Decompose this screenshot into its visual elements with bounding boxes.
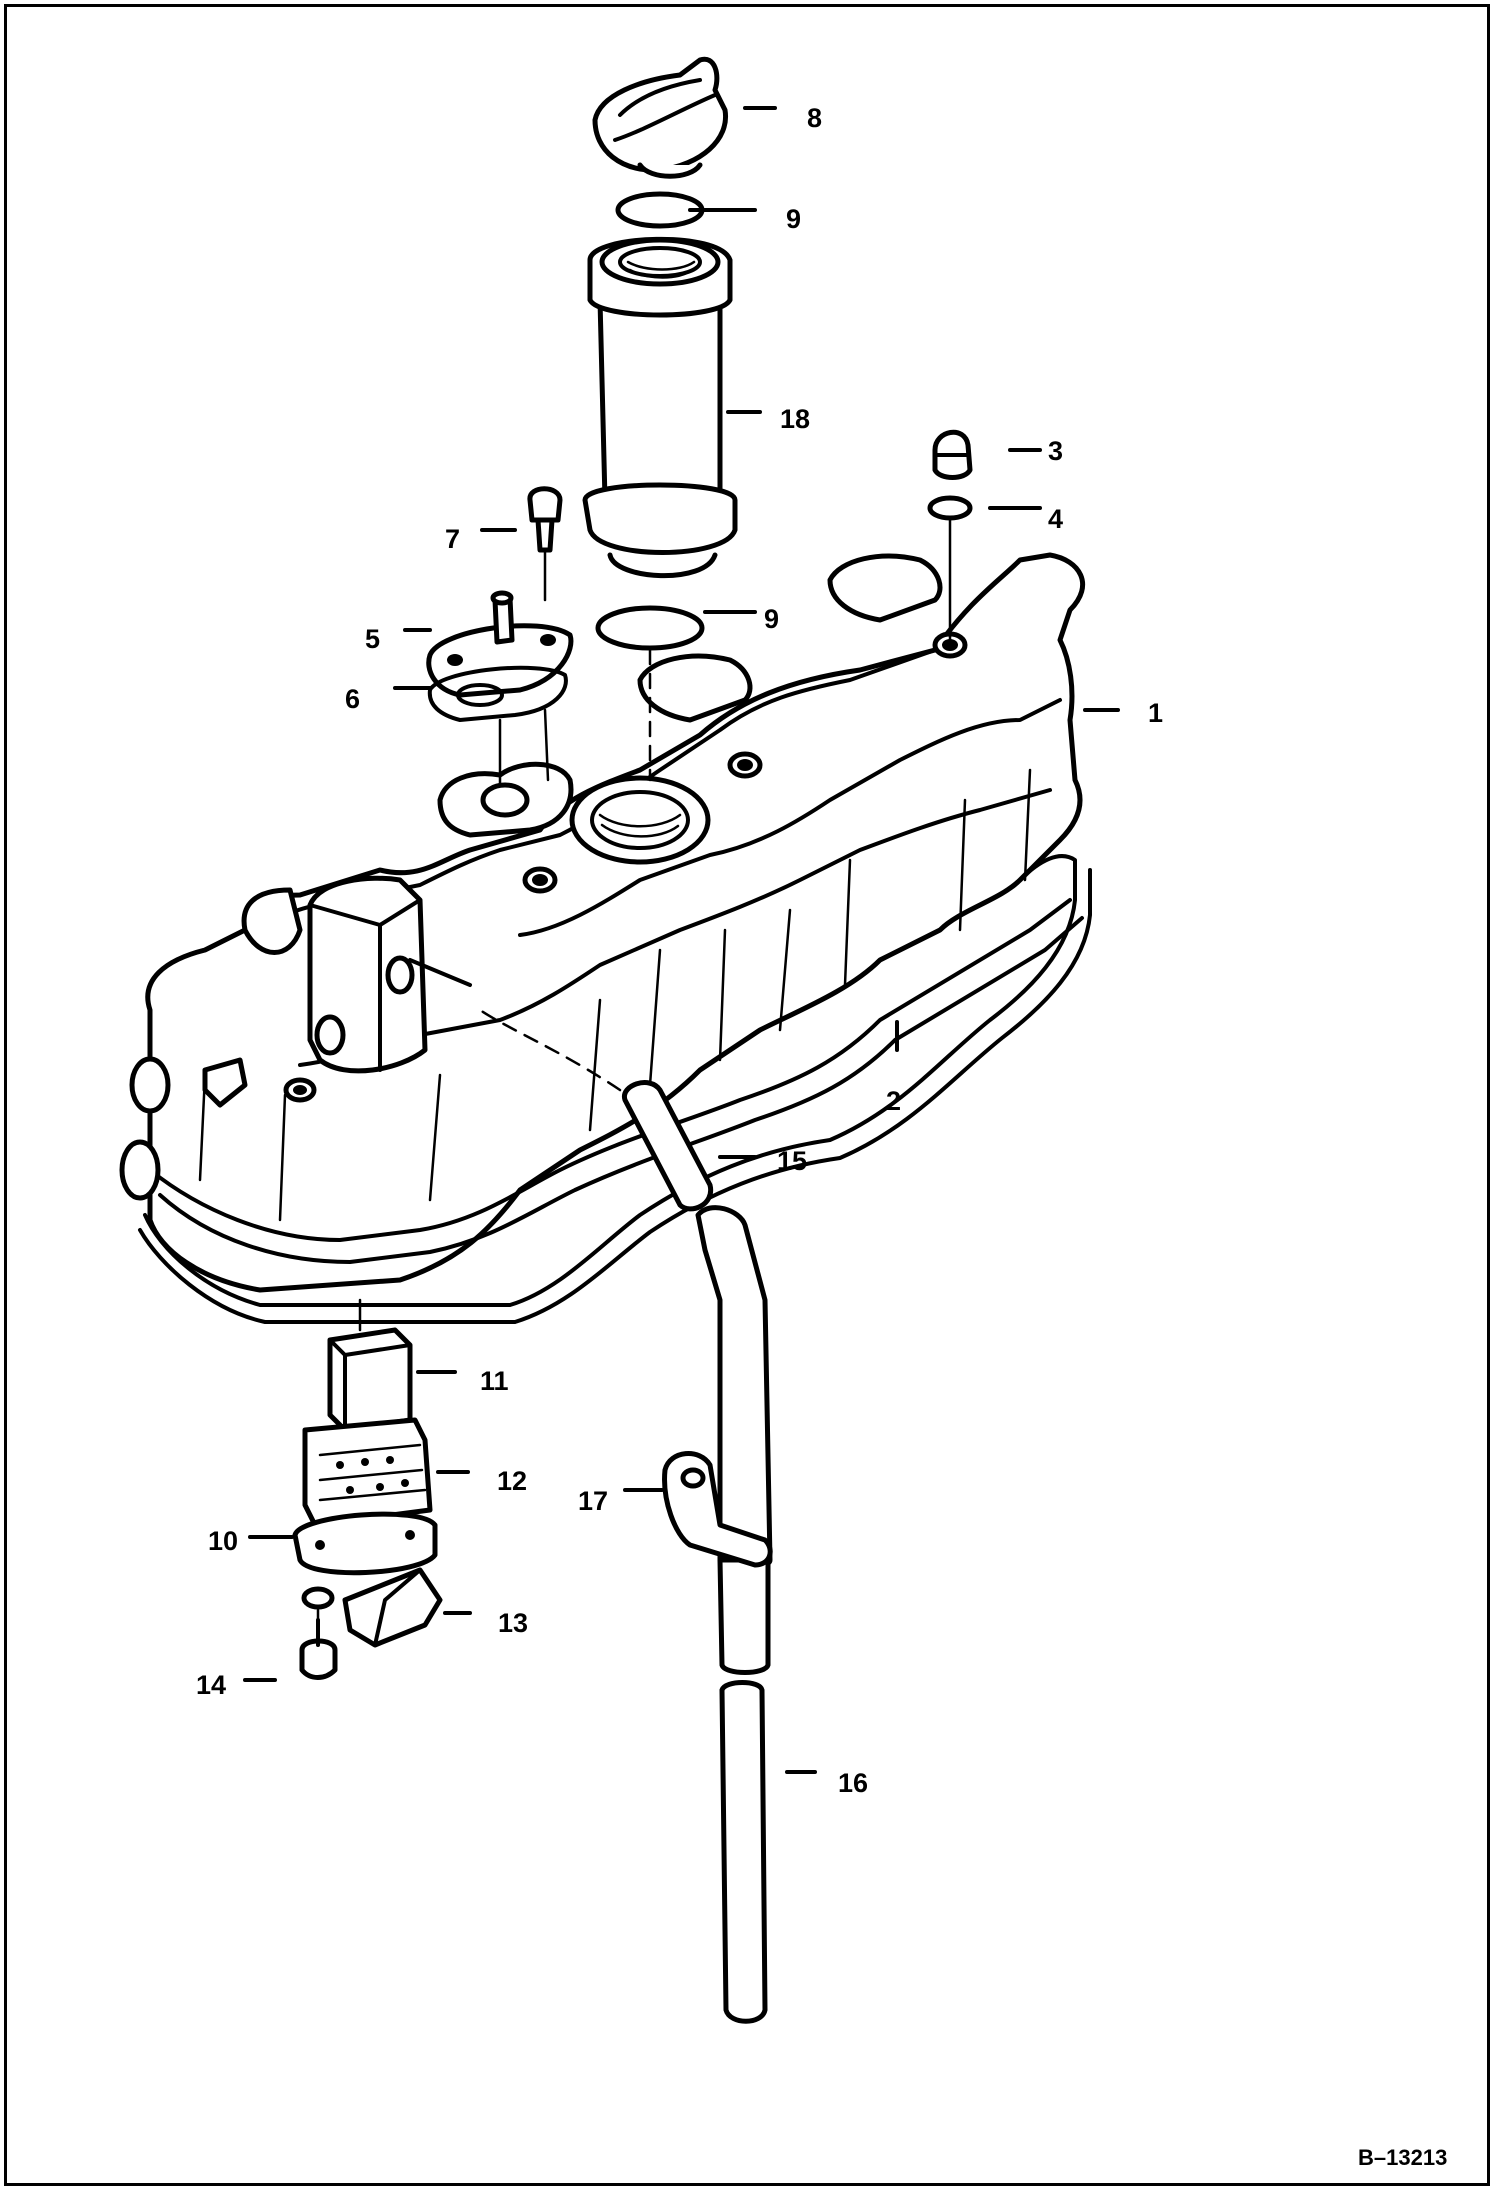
washer [927, 495, 973, 521]
callout-16: 16 [838, 1768, 868, 1798]
hose-leader [478, 1008, 622, 1092]
callout-5: 5 [365, 624, 380, 654]
callout-18: 18 [780, 404, 810, 434]
callout-13: 13 [498, 1608, 528, 1638]
cap-nut [932, 429, 973, 480]
hose-leader-2 [408, 958, 472, 987]
callout-labels: 1 2 3 4 5 6 7 8 9 9 10 11 12 13 14 15 16… [196, 103, 1163, 1798]
bolt [299, 1618, 338, 1680]
callout-11: 11 [480, 1366, 509, 1396]
callout-8: 8 [807, 103, 822, 133]
callout-14: 14 [196, 1670, 226, 1700]
callout-7: 7 [445, 524, 460, 554]
callout-3: 3 [1048, 436, 1063, 466]
start-valve-cap [327, 1327, 413, 1433]
breather-plate [426, 590, 574, 698]
breather-screw [527, 486, 563, 553]
valve-cover-gasket [138, 854, 1092, 1324]
plate-leader-2 [543, 708, 550, 782]
callout-6: 6 [345, 684, 360, 714]
callout-1: 1 [1148, 698, 1163, 728]
start-valve-flange [292, 1511, 438, 1576]
bracket [342, 1567, 443, 1648]
callout-4: 4 [1048, 504, 1063, 534]
hose-clamp [662, 1451, 773, 1568]
callout-9-lower: 9 [764, 604, 779, 634]
callout-2: 2 [886, 1086, 901, 1116]
lock-washer [301, 1586, 335, 1610]
breather-gasket [427, 665, 568, 722]
figure-number: B–13213 [1358, 2145, 1447, 2170]
filler-tube [582, 236, 738, 579]
diagram-frame [4, 4, 1490, 2186]
o-ring-lower [595, 605, 705, 651]
callout-10: 10 [208, 1526, 238, 1556]
valve-cover [119, 552, 1085, 1293]
callout-17: 17 [578, 1486, 608, 1516]
callout-leaders [243, 106, 1120, 1774]
start-valve-body [302, 1417, 433, 1528]
callout-12: 12 [497, 1466, 527, 1496]
callout-15: 15 [777, 1146, 807, 1176]
oil-fill-cap [592, 56, 729, 179]
callout-9-upper: 9 [786, 204, 801, 234]
